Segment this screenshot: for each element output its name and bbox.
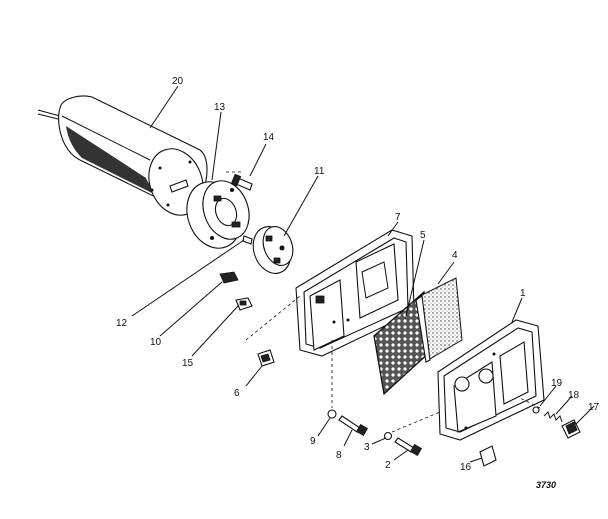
part-label-12: 12 [116, 318, 128, 329]
part-brush-10 [219, 271, 239, 284]
part-screw-8 [338, 415, 369, 437]
part-plug-16 [479, 445, 497, 467]
part-spring-18 [543, 411, 563, 423]
part-label-16: 16 [460, 462, 472, 473]
part-label-14: 14 [263, 132, 275, 143]
part-label-2: 2 [385, 460, 391, 471]
part-label-17: 17 [588, 402, 600, 413]
part-label-3: 3 [364, 442, 370, 453]
part-screw-2 [394, 437, 423, 457]
part-label-20: 20 [172, 76, 184, 87]
part-label-8: 8 [336, 450, 342, 461]
part-housing-plate [295, 229, 415, 357]
part-label-10: 10 [150, 337, 162, 348]
part-cover [437, 319, 545, 441]
part-label-15: 15 [182, 358, 194, 369]
part-filter-pad [415, 277, 463, 363]
part-label-11: 11 [314, 166, 325, 177]
part-label-13: 13 [214, 102, 226, 113]
part-screw-14 [226, 171, 253, 191]
part-label-5: 5 [420, 230, 426, 241]
part-label-9: 9 [310, 436, 316, 447]
part-pin-12 [242, 235, 253, 245]
part-label-6: 6 [234, 388, 240, 399]
part-label-1: 1 [520, 288, 526, 299]
part-motor [37, 95, 208, 216]
part-brush-holder [252, 226, 294, 274]
part-knob-17 [561, 419, 581, 439]
part-clip-6 [257, 349, 275, 367]
part-label-4: 4 [452, 250, 458, 261]
part-label-7: 7 [395, 212, 401, 223]
diagram-reference-number: 3730 [536, 480, 556, 490]
part-washer-3 [383, 431, 393, 441]
part-label-18: 18 [568, 390, 580, 401]
part-end-bell [186, 180, 250, 249]
part-washer-19 [532, 406, 540, 414]
part-washer-9 [327, 409, 337, 419]
part-label-19: 19 [551, 378, 563, 389]
part-terminal-15 [235, 297, 253, 311]
